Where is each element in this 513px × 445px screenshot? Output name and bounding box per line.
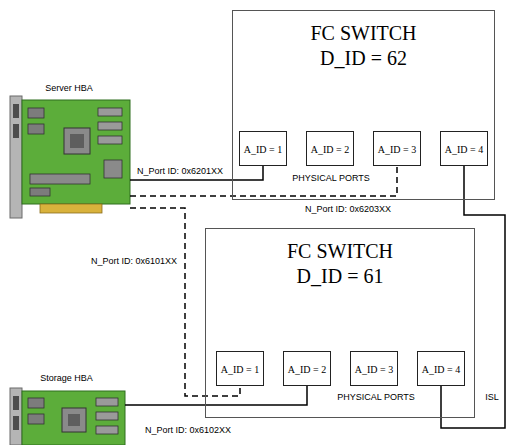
chip: [96, 398, 118, 406]
port-area-id: A_ID = 4: [422, 363, 460, 374]
fc-switch: FC SWITCH D_ID = 61 PHYSICAL PORTS A_ID = 1…: [205, 228, 475, 418]
circuit-board: [22, 100, 130, 204]
fc-switch: FC SWITCH D_ID = 62 PHYSICAL PORTS A_ID = 1…: [232, 10, 495, 200]
chip: [30, 174, 90, 184]
edge-connector: [40, 204, 102, 213]
ports-caption: PHYSICAL PORTS: [292, 174, 370, 184]
bracket-port: [13, 104, 19, 118]
physical-port: A_ID = 4: [417, 351, 465, 386]
chip: [28, 124, 44, 134]
port-area-id: A_ID = 3: [355, 363, 393, 374]
chip-core: [68, 414, 80, 426]
port-area-id: A_ID = 3: [378, 143, 416, 154]
circuit-board: [22, 391, 125, 445]
chip: [96, 426, 118, 434]
chip: [98, 108, 122, 116]
chip: [98, 122, 122, 130]
fabric-login-link: [130, 166, 397, 196]
main-chip: [62, 408, 86, 432]
chip: [28, 398, 44, 408]
switch-title: FC SWITCH: [287, 240, 393, 262]
chip: [30, 188, 50, 196]
chip: [104, 160, 122, 178]
physical-port: A_ID = 1: [216, 351, 264, 386]
switch-domain-id: D_ID = 62: [320, 47, 407, 69]
chip: [28, 108, 44, 118]
fabric-login-link: [130, 166, 263, 180]
physical-port: A_ID = 3: [350, 351, 398, 386]
bracket-port: [13, 124, 19, 138]
port-area-id: A_ID = 1: [221, 363, 259, 374]
physical-port: A_ID = 4: [440, 131, 488, 166]
port-area-id: A_ID = 4: [445, 143, 483, 154]
port-id-label: N_Port ID: 0x6102XX: [144, 426, 232, 436]
bracket-port: [13, 396, 19, 410]
port-area-id: A_ID = 2: [288, 363, 326, 374]
physical-port: A_ID = 2: [306, 131, 354, 166]
port-id-label: N_Port ID: 0x6101XX: [90, 257, 178, 267]
card-label: Server HBA: [45, 84, 93, 94]
storage-hba-card: [10, 388, 125, 445]
port-area-id: A_ID = 1: [244, 143, 282, 154]
ports-caption: PHYSICAL PORTS: [337, 393, 415, 403]
chip: [28, 414, 44, 424]
physical-port: A_ID = 3: [373, 131, 421, 166]
fabric-login-link: [125, 386, 307, 405]
card-label: Storage HBA: [40, 374, 93, 384]
main-chip: [64, 128, 90, 154]
physical-port: A_ID = 2: [283, 351, 331, 386]
bracket-port: [13, 416, 19, 430]
storage-hba: Storage HBA: [8, 372, 125, 445]
chip-core: [70, 134, 84, 148]
link-label: ISL: [484, 393, 500, 403]
port-id-label: N_Port ID: 0x6203XX: [304, 205, 392, 215]
card-bracket: [10, 96, 22, 218]
inter-switch-link: [441, 166, 505, 428]
server-hba: Server HBA: [8, 82, 130, 217]
switch-domain-id: D_ID = 61: [297, 265, 384, 287]
chip: [98, 136, 122, 144]
card-bracket: [10, 388, 22, 445]
physical-port: A_ID = 1: [239, 131, 287, 166]
switch-title: FC SWITCH: [310, 22, 416, 44]
chip: [96, 412, 118, 420]
port-area-id: A_ID = 2: [311, 143, 349, 154]
server-hba-card: [10, 96, 130, 218]
port-id-label: N_Port ID: 0x6201XX: [136, 167, 224, 177]
